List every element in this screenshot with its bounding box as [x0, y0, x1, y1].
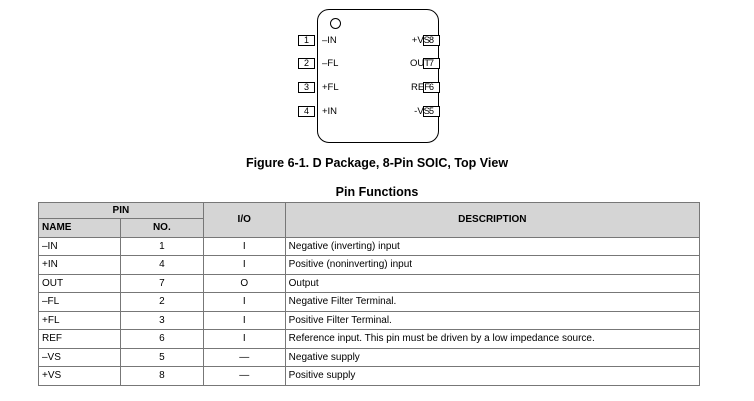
cell-no: 5: [119, 347, 204, 367]
cell-io: I: [202, 255, 286, 275]
pin-number-box: 7: [423, 58, 440, 69]
cell-io: —: [202, 347, 286, 367]
pin-number-box: 3: [298, 82, 315, 93]
cell-name: REF: [38, 329, 121, 349]
table-row: +VS 8 — Positive supply: [38, 366, 701, 386]
header-name: NAME: [38, 218, 121, 238]
cell-io: —: [202, 366, 286, 386]
cell-name: –VS: [38, 347, 121, 367]
table-row: –VS 5 — Negative supply: [38, 347, 701, 367]
cell-no: 4: [119, 255, 204, 275]
pin-label: –FL: [322, 58, 339, 69]
cell-description: Positive Filter Terminal.: [284, 310, 701, 330]
pin1-indicator-icon: [330, 18, 341, 29]
pin-number-box: 5: [423, 106, 440, 117]
cell-description: Negative (inverting) input: [284, 236, 701, 256]
cell-no: 7: [119, 273, 204, 293]
cell-no: 2: [119, 292, 204, 312]
cell-name: –FL: [38, 292, 121, 312]
table-row: REF 6 I Reference input. This pin must b…: [38, 329, 701, 349]
cell-description: Negative supply: [284, 347, 701, 367]
header-no: NO.: [119, 218, 204, 238]
pin-number-box: 4: [298, 106, 315, 117]
cell-description: Positive (noninverting) input: [284, 255, 701, 275]
table-row: –IN 1 I Negative (inverting) input: [38, 236, 701, 256]
cell-description: Positive supply: [284, 366, 701, 386]
package-outline: [317, 9, 439, 143]
table-title: Pin Functions: [335, 185, 419, 199]
pin-label: +VS: [411, 35, 430, 46]
pin-label: +IN: [322, 106, 338, 117]
pin-label: REF: [411, 82, 430, 93]
table-row: +IN 4 I Positive (noninverting) input: [38, 255, 701, 275]
cell-io: I: [202, 329, 286, 349]
cell-no: 8: [119, 366, 204, 386]
cell-io: O: [202, 273, 286, 293]
header-pin: PIN: [38, 202, 204, 219]
pin-number-box: 8: [423, 35, 440, 46]
cell-name: +VS: [38, 366, 121, 386]
cell-description: Reference input. This pin must be driven…: [284, 329, 701, 349]
header-description: DESCRIPTION: [284, 202, 701, 238]
pin-functions-table: PIN I/O DESCRIPTION NAME NO. –IN 1 I Neg…: [38, 202, 701, 386]
table-row: +FL 3 I Positive Filter Terminal.: [38, 310, 701, 330]
pin-number-box: 2: [298, 58, 315, 69]
cell-name: +FL: [38, 310, 121, 330]
cell-name: OUT: [38, 273, 121, 293]
cell-no: 1: [119, 236, 204, 256]
cell-io: I: [202, 310, 286, 330]
cell-description: Output: [284, 273, 701, 293]
cell-description: Negative Filter Terminal.: [284, 292, 701, 312]
pin-label: OUT: [409, 58, 430, 69]
pin-label: –IN: [322, 35, 337, 46]
cell-no: 6: [119, 329, 204, 349]
cell-io: I: [202, 292, 286, 312]
cell-io: I: [202, 236, 286, 256]
cell-no: 3: [119, 310, 204, 330]
cell-name: +IN: [38, 255, 121, 275]
pin-number-box: 6: [423, 82, 440, 93]
figure-caption: Figure 6-1. D Package, 8-Pin SOIC, Top V…: [245, 156, 509, 170]
pin-label: -VS: [414, 106, 430, 117]
cell-name: –IN: [38, 236, 121, 256]
pin-number-box: 1: [298, 35, 315, 46]
header-io: I/O: [202, 202, 286, 238]
pin-label: +FL: [322, 82, 339, 93]
table-row: –FL 2 I Negative Filter Terminal.: [38, 292, 701, 312]
table-row: OUT 7 O Output: [38, 273, 701, 293]
